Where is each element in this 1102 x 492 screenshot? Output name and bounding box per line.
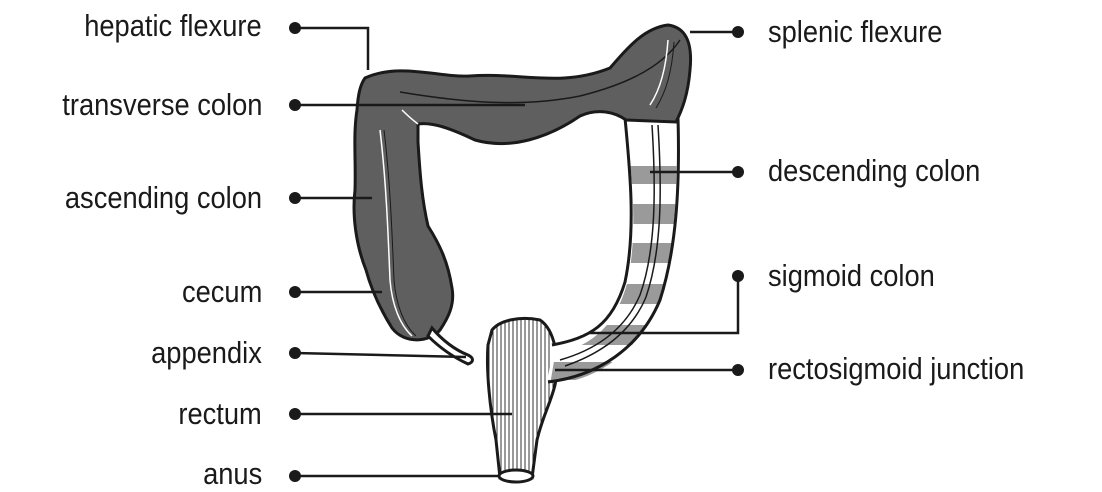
label-transverse-colon: transverse colon	[62, 87, 262, 123]
rectum-shape	[487, 318, 556, 482]
label-rectosigmoid-junction: rectosigmoid junction	[768, 351, 1024, 387]
hepatic-flexure-leader	[295, 28, 368, 70]
label-anus: anus	[203, 456, 262, 492]
label-splenic-flexure: splenic flexure	[768, 14, 942, 50]
label-sigmoid-colon: sigmoid colon	[768, 258, 935, 294]
label-rectum: rectum	[179, 396, 262, 432]
anus-opening	[499, 470, 533, 482]
label-appendix: appendix	[151, 335, 262, 371]
label-hepatic-flexure: hepatic flexure	[85, 8, 262, 44]
appendix-leader	[295, 353, 466, 357]
label-descending-colon: descending colon	[768, 153, 980, 189]
label-ascending-colon: ascending colon	[65, 180, 262, 216]
label-cecum: cecum	[182, 274, 262, 310]
descending-sigmoid-shape	[540, 118, 690, 382]
leader-dots-left	[289, 22, 301, 482]
